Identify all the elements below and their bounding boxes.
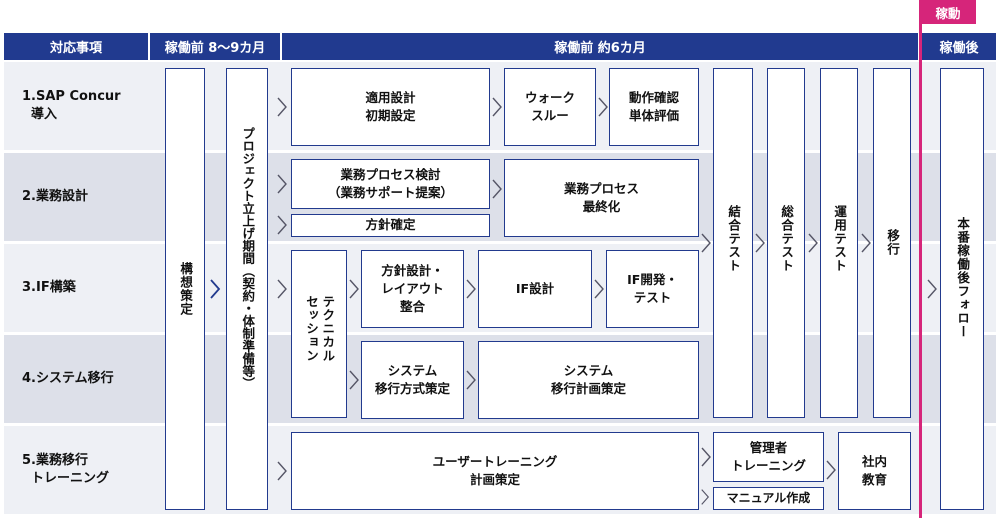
box-manual: マニュアル作成 [713, 487, 824, 510]
chevron-icon [210, 279, 221, 299]
chevron-icon [277, 215, 287, 235]
box-dousa: 動作確認 単体評価 [609, 68, 699, 146]
box-ketsugou-test: 結合テスト [713, 68, 753, 418]
box-houshin-kakutei: 方針確定 [291, 214, 490, 237]
row-label-1: 1.SAP Concur 導入 [22, 89, 121, 122]
box-project-label: プロジェクト立上げ期間（契約・体制準備等） [240, 127, 256, 390]
chevron-icon [701, 233, 711, 253]
box-ketsugou-test-label: 結合テスト [726, 205, 742, 273]
chevron-icon [277, 279, 287, 299]
header-col-main: 稼働前 約6カ月 [282, 33, 918, 60]
header-col-post: 稼働後 [922, 33, 996, 60]
chevron-icon [598, 97, 608, 117]
row-label-5: 5.業務移行 トレーニング [22, 453, 110, 486]
chevron-icon [927, 279, 937, 299]
chevron-icon [826, 460, 836, 480]
golive-line [919, 0, 922, 518]
box-sougou-test: 総合テスト [767, 68, 805, 418]
box-technical-session-label: テクニカル セッション [304, 295, 336, 363]
chevron-icon [349, 370, 359, 390]
golive-tag: 稼動 [920, 0, 976, 24]
box-honban-follow-label: 本番稼働後フォロー [955, 217, 971, 339]
chevron-icon [277, 97, 287, 117]
chevron-icon [466, 370, 476, 390]
box-if-houshin: 方針設計・ レイアウト 整合 [361, 250, 464, 328]
box-unyou-test-label: 運用テスト [832, 205, 848, 273]
chevron-icon [701, 489, 710, 505]
box-kousou-label: 構想策定 [178, 262, 194, 316]
box-tekiyou: 適用設計 初期設定 [291, 68, 490, 146]
box-gyomu-process: 業務プロセス検討 （業務サポート提案） [291, 159, 490, 209]
box-if-sekkei: IF設計 [478, 250, 592, 328]
box-kanri-training: 管理者 トレーニング [713, 432, 824, 482]
box-sys-houshiki: システム 移行方式策定 [361, 341, 464, 419]
row-label-2: 2.業務設計 [22, 189, 88, 205]
chevron-icon [277, 174, 287, 194]
box-user-training: ユーザートレーニング 計画策定 [291, 432, 699, 510]
box-shanai-kyouiku: 社内 教育 [838, 432, 911, 510]
chevron-icon [466, 279, 476, 299]
box-sys-keikaku: システム 移行計画策定 [478, 341, 699, 419]
header-col-main-label: 稼働前 約6カ月 [554, 41, 646, 56]
row-label-3: 3.IF構築 [22, 280, 76, 296]
box-gyomu-final: 業務プロセス 最終化 [504, 159, 699, 237]
box-walkthrough: ウォーク スルー [504, 68, 596, 146]
box-sougou-test-label: 総合テスト [779, 205, 795, 273]
chevron-icon [349, 279, 359, 299]
box-if-kaihatsu: IF開発・ テスト [606, 250, 699, 328]
chevron-icon [701, 447, 711, 467]
box-kousou: 構想策定 [165, 68, 205, 510]
chevron-icon [755, 233, 765, 253]
header-col-post-label: 稼働後 [939, 41, 979, 56]
box-ikou: 移行 [873, 68, 911, 418]
box-unyou-test: 運用テスト [820, 68, 858, 418]
box-project: プロジェクト立上げ期間（契約・体制準備等） [226, 68, 268, 510]
chevron-icon [492, 97, 502, 117]
chevron-icon [277, 461, 287, 481]
chevron-icon [492, 179, 502, 199]
chevron-icon [861, 233, 871, 253]
chevron-icon [594, 279, 604, 299]
header-col-prep-label: 稼働前 8〜9カ月 [164, 41, 266, 56]
box-ikou-label: 移行 [885, 229, 901, 256]
box-honban-follow: 本番稼働後フォロー [940, 68, 984, 510]
header-col-task: 対応事項 [4, 33, 148, 60]
chevron-icon [808, 233, 818, 253]
header-col-task-label: 対応事項 [49, 41, 102, 56]
row-label-4: 4.システム移行 [22, 371, 114, 387]
golive-tag-label: 稼動 [935, 5, 961, 21]
header-col-prep: 稼働前 8〜9カ月 [150, 33, 280, 60]
box-technical-session: テクニカル セッション [291, 250, 347, 418]
